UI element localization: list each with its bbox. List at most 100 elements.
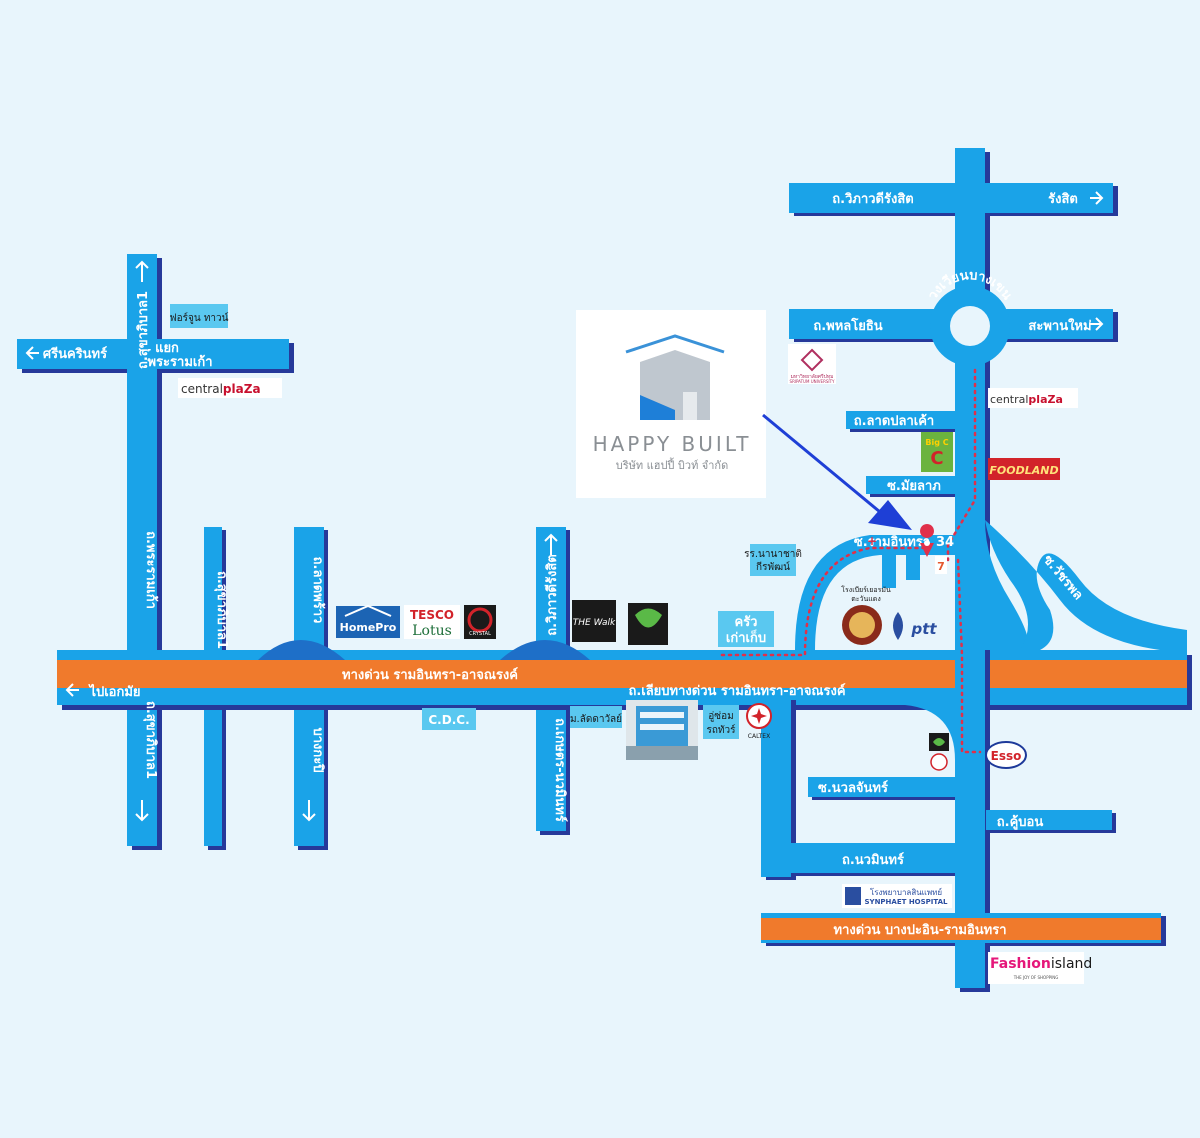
label-kaset-nawamin: ถ.เกษตร-นวมินทร์ xyxy=(552,718,568,822)
central-plaza-left-pla: pla xyxy=(223,382,244,396)
expressway-ram-inthra xyxy=(57,660,1187,688)
central-plaza-right-pla: pla xyxy=(1028,393,1047,406)
happy-built-roof-icon xyxy=(625,334,725,354)
label-fashion-tagline: THE JOY OF SHOPPING xyxy=(1013,975,1059,980)
label-school-2: กีรพัฒน์ xyxy=(756,561,790,573)
right-road-network xyxy=(761,148,1187,992)
central-plaza-left-logo xyxy=(178,378,282,398)
central-plaza-right-logo xyxy=(988,388,1078,408)
label-ram-inthra-expressway: ทางด่วน รามอินทรา-อาจณรงค์ xyxy=(342,667,518,683)
arrow-left-icon xyxy=(65,683,79,697)
location-pin-icon xyxy=(920,524,935,538)
landmarks: ฟอร์จูน ทาวน์ centralplaZa centralplaZa … xyxy=(170,304,1092,984)
label-nawamin: ถ.นวมินทร์ xyxy=(842,852,904,868)
road-soi-watcharaphon xyxy=(985,520,1187,650)
central-plaza-right-text: centralplaZa xyxy=(990,393,1063,406)
arrow-up-icon xyxy=(544,533,558,555)
tesco-lotus-logo xyxy=(404,605,460,639)
fortune-town-tag xyxy=(170,304,228,328)
road-khubon xyxy=(986,810,1112,830)
central-plaza-right-z: Z xyxy=(1048,393,1056,406)
label-soi-ram-inthra: ซ.รามอินทรา xyxy=(854,535,930,550)
label-bang-pa-in-expressway: ทางด่วน บางปะอิน-รามอินทรา xyxy=(834,923,1007,938)
fashion-island-logo xyxy=(988,952,1084,984)
label-srinakarin: ศรีนครินทร์ xyxy=(43,346,107,362)
label-yaek-1: แยก xyxy=(155,341,179,356)
label-soi-nuanchan: ซ.นวลจันทร์ xyxy=(818,780,888,796)
happy-built-house-blue xyxy=(640,395,675,420)
caltex-star-icon xyxy=(751,708,767,724)
label-sukhaphiban-small: ถ.สุขาภิบาล1 xyxy=(214,571,229,649)
route-path xyxy=(720,368,982,754)
label-khubon: ถ.คู้บอน xyxy=(997,814,1044,830)
label-sukhaphiban1-lower: ถ.สุขาภิบาล1 xyxy=(143,701,158,779)
label-seven-eleven: 7 xyxy=(937,560,945,573)
label-crystal: CRYSTAL xyxy=(469,631,491,637)
crystal-c-icon xyxy=(467,607,493,633)
label-soi-mayalap: ซ.มัยลาภ xyxy=(887,479,941,494)
route-dots-north xyxy=(946,368,977,562)
krua-tag xyxy=(718,611,774,647)
route-dots-west xyxy=(720,546,932,657)
location-pin-tip xyxy=(920,543,934,557)
road-vibhavadi-horizontal xyxy=(789,183,1113,213)
label-cdc: C.D.C. xyxy=(428,713,469,727)
fashion-island-island: island xyxy=(1051,956,1092,972)
road-soi-nuanchan xyxy=(808,777,960,797)
central-plaza-left-z: Z xyxy=(244,382,253,396)
road-watcharaphon-loop-a xyxy=(985,520,1028,650)
pointer-arrow-line xyxy=(762,413,881,514)
arrow-right-icon xyxy=(1090,191,1104,205)
big-c-logo xyxy=(921,432,953,472)
central-plaza-right-central: central xyxy=(990,393,1028,406)
label-homepro: HomePro xyxy=(340,621,397,634)
label-beer-garden-1: โรงเบียร์เยอรมัน xyxy=(841,585,891,594)
road-soi-branch-1 xyxy=(882,552,896,588)
central-plaza-left-a: a xyxy=(252,382,260,396)
pointer-arrow-head-icon xyxy=(868,500,912,530)
label-fortune-town: ฟอร์จูน ทาวน์ xyxy=(170,312,229,324)
label-synphaet-en: SYNPHAET HOSPITAL xyxy=(864,898,948,906)
foodland-logo xyxy=(988,458,1060,480)
label-yaek-2: พระรามเก้า xyxy=(148,354,213,370)
label-vibhavadi: ถ.วิภาวดีรังสิต xyxy=(832,191,913,207)
company-name-th: บริษัท แฮปปี้ บิวท์ จำกัด xyxy=(616,457,729,472)
central-plaza-left-central: central xyxy=(181,382,223,396)
label-esso: Esso xyxy=(991,749,1022,763)
central-plaza-right-a: a xyxy=(1055,393,1062,406)
label-saphan-mai: สะพานใหม่ xyxy=(1028,317,1091,334)
homepro-roof-icon xyxy=(344,604,392,617)
arrow-down-icon xyxy=(135,800,149,822)
label-big-c: Big C xyxy=(925,438,948,447)
label-krua-2: เก่าเก็บ xyxy=(726,628,766,646)
bridge-kaset xyxy=(500,640,590,660)
label-sripatum: มหาวิทยาลัยศรีปทุม xyxy=(791,373,834,380)
arrow-left-icon xyxy=(25,346,39,360)
bangchak-small-icon xyxy=(933,738,945,746)
fashion-island-text: Fashionisland xyxy=(990,956,1092,972)
label-pai-ekkamai: ไปเอกมัย xyxy=(87,683,140,700)
label-beer-garden-2: ตะวันแดง xyxy=(851,595,881,603)
main-corridor xyxy=(57,640,1192,710)
label-lat-pla-khao: ถ.ลาดปลาเค้า xyxy=(854,413,934,429)
building-window-1 xyxy=(640,712,684,718)
road-srinakarin-horizontal xyxy=(17,339,289,369)
label-sripatum-en: SRIPATUM UNIVERSITY xyxy=(790,379,835,384)
garage-tag xyxy=(703,705,739,739)
homepro-logo xyxy=(336,606,400,638)
wongwian-bangkhen-inner xyxy=(950,306,990,346)
school-tag xyxy=(750,544,796,576)
label-school-1: รร.นานาชาติ xyxy=(744,549,802,560)
expressway-bang-pa-in xyxy=(761,918,1161,940)
fashion-island-fashion: Fashion xyxy=(990,956,1051,972)
big-c-icon: C xyxy=(930,448,943,469)
label-lotus: Lotus xyxy=(412,623,452,639)
label-caltex: CALTEX xyxy=(748,733,770,740)
road-soi-branch-2 xyxy=(906,552,920,580)
road-ramp xyxy=(905,705,955,760)
company-callout: HAPPY BUILT บริษัท แฮปปี้ บิวท์ จำกัด + xyxy=(576,310,935,557)
esso-logo xyxy=(985,741,1027,769)
label-phahonyothin: ถ.พหลโยธิน xyxy=(813,317,882,334)
beer-garden-logo-inner xyxy=(849,612,875,638)
